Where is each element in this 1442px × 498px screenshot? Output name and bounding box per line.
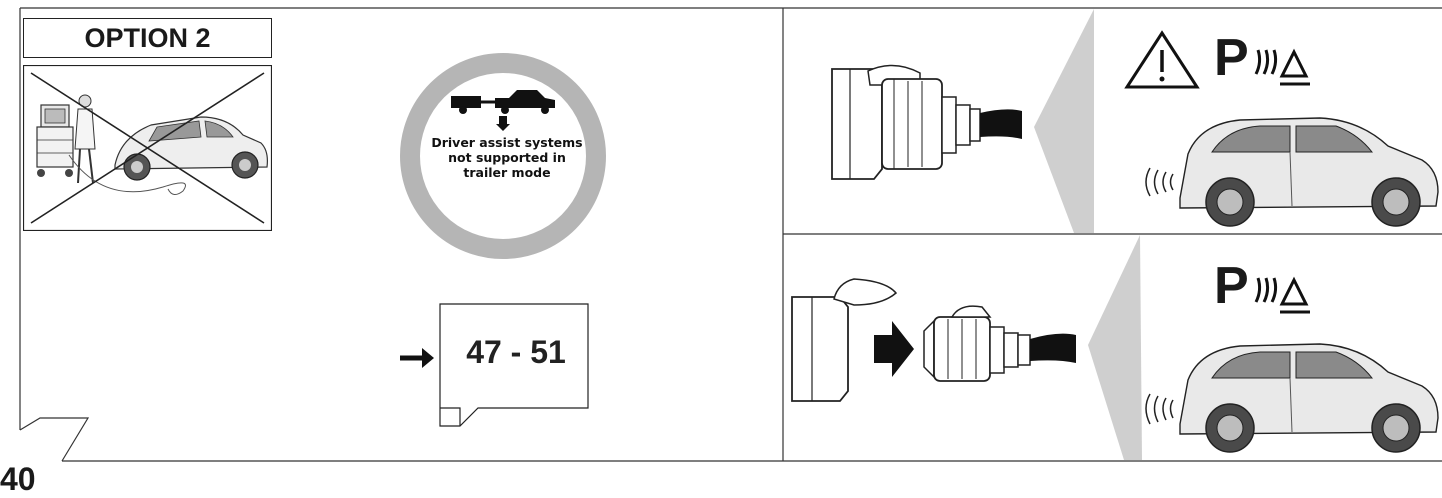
option-label: OPTION 2 <box>23 18 272 58</box>
park-sensor-icon <box>1252 44 1314 88</box>
diagnostic-cart-icon <box>37 105 73 177</box>
right-arrow-icon <box>400 348 434 368</box>
park-assist-symbol-top: P <box>1214 28 1249 88</box>
suv-car-rear-icon-top <box>1140 106 1440 228</box>
notice-line-3: trailer mode <box>426 165 588 180</box>
trailer-plug-icon <box>882 79 1022 169</box>
park-sensor-icon-bottom <box>1252 272 1314 316</box>
notice-line-1: Driver assist systems <box>426 135 588 150</box>
trailer-mode-notice-text: Driver assist systems not supported in t… <box>426 135 588 180</box>
trailer-plug-detached-icon <box>924 306 1076 381</box>
plug-disconnected-illustration <box>784 235 1144 460</box>
page-reference-text: 47 - 51 <box>448 334 584 371</box>
suv-car-rear-icon-bottom <box>1140 330 1440 456</box>
plug-connected-illustration <box>784 9 1094 233</box>
park-assist-symbol-bottom: P <box>1214 256 1249 316</box>
warning-icon <box>1124 30 1200 90</box>
callout-wedge <box>1034 9 1094 233</box>
insert-arrow-icon <box>874 321 914 377</box>
callout-wedge-bottom <box>1088 235 1142 460</box>
diagnostic-illustration-crossed <box>23 65 272 231</box>
notice-line-2: not supported in <box>426 150 588 165</box>
page-number: 40 <box>0 461 36 498</box>
